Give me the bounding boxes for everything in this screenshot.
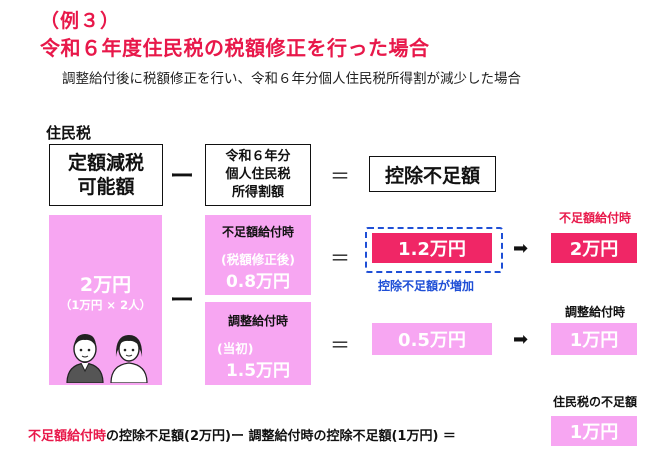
adjustment-final-box: 1万円 — [551, 323, 637, 355]
deduction-amount-detail: （1万円 × 2人） — [59, 298, 152, 312]
equals-operator-top: ＝ — [330, 164, 350, 188]
revised-shortfall-box: 1.2万円 — [372, 233, 492, 263]
final-shortfall-box: 2万円 — [551, 233, 637, 263]
adjustment-final-label: 調整給付時 — [564, 305, 625, 319]
page-subtitle: 調整給付後に税額修正を行い、令和６年分個人住民税所得割が減少した場合 — [62, 71, 521, 87]
deduction-possible-line2: 可能額 — [77, 176, 135, 198]
footer-label-rest: の控除不足額(2万円)ー 調整給付時の控除不足額(1万円) ＝ — [106, 429, 456, 444]
deduction-possible-box: 定額減税 可能額 — [49, 144, 163, 206]
minus-operator-top: ー — [170, 162, 194, 190]
initial-case-label: 調整給付時 — [227, 314, 288, 328]
shortfall-label: 控除不足額 — [384, 164, 480, 187]
equals-operator-upper: ＝ — [330, 246, 350, 270]
arrow-icon-upper: ➡ — [513, 238, 529, 259]
revised-note: (税額修正後) — [221, 252, 295, 267]
initial-shortfall-box: 0.5万円 — [372, 323, 492, 355]
increase-note: 控除不足額が増加 — [378, 279, 475, 293]
family-icon — [66, 334, 148, 383]
footer-equation: 不足額給付時の控除不足額(2万円)ー 調整給付時の控除不足額(1万円) ＝ — [28, 425, 456, 444]
deduction-possible-line1: 定額減税 — [67, 152, 144, 174]
initial-value: 1.5万円 — [225, 361, 291, 381]
final-shortfall-label: 不足額給付時 — [558, 211, 631, 225]
section-label: 住民税 — [46, 124, 92, 142]
income-levy-line3: 所得割額 — [231, 185, 284, 200]
income-levy-line2: 個人住民税 — [225, 167, 291, 182]
revised-shortfall-value: 1.2万円 — [398, 239, 466, 260]
equals-operator-lower: ＝ — [330, 333, 350, 357]
arrow-icon-lower: ➡ — [513, 329, 529, 350]
income-levy-line1: 令和６年分 — [225, 149, 291, 164]
initial-note: (当初) — [217, 341, 254, 356]
initial-levy-box: 調整給付時 (当初) 1.5万円 — [205, 302, 311, 385]
income-levy-box: 令和６年分 個人住民税 所得割額 — [205, 144, 311, 206]
page-title: 令和６年度住民税の税額修正を行った場合 — [40, 36, 430, 60]
revised-levy-box: 不足額給付時 (税額修正後) 0.8万円 — [205, 215, 311, 295]
revised-value: 0.8万円 — [225, 272, 291, 292]
resident-tax-shortfall-box: 1万円 — [551, 416, 637, 446]
revised-case-label: 不足額給付時 — [221, 225, 294, 239]
resident-tax-shortfall-value: 1万円 — [569, 422, 619, 443]
deduction-amount-box: 2万円 （1万円 × 2人） — [49, 215, 162, 385]
minus-operator-middle: ー — [170, 286, 194, 314]
example-label: （例３） — [40, 10, 121, 32]
footer-label-red: 不足額給付時 — [28, 429, 107, 444]
resident-tax-shortfall-label: 住民税の不足額 — [552, 395, 637, 409]
shortfall-box: 控除不足額 — [369, 156, 496, 192]
adjustment-final-value: 1万円 — [569, 330, 619, 351]
increase-highlight-frame — [365, 227, 503, 273]
deduction-amount-value: 2万円 — [79, 274, 132, 296]
final-shortfall-value: 2万円 — [569, 239, 619, 260]
initial-shortfall-value: 0.5万円 — [398, 330, 466, 351]
